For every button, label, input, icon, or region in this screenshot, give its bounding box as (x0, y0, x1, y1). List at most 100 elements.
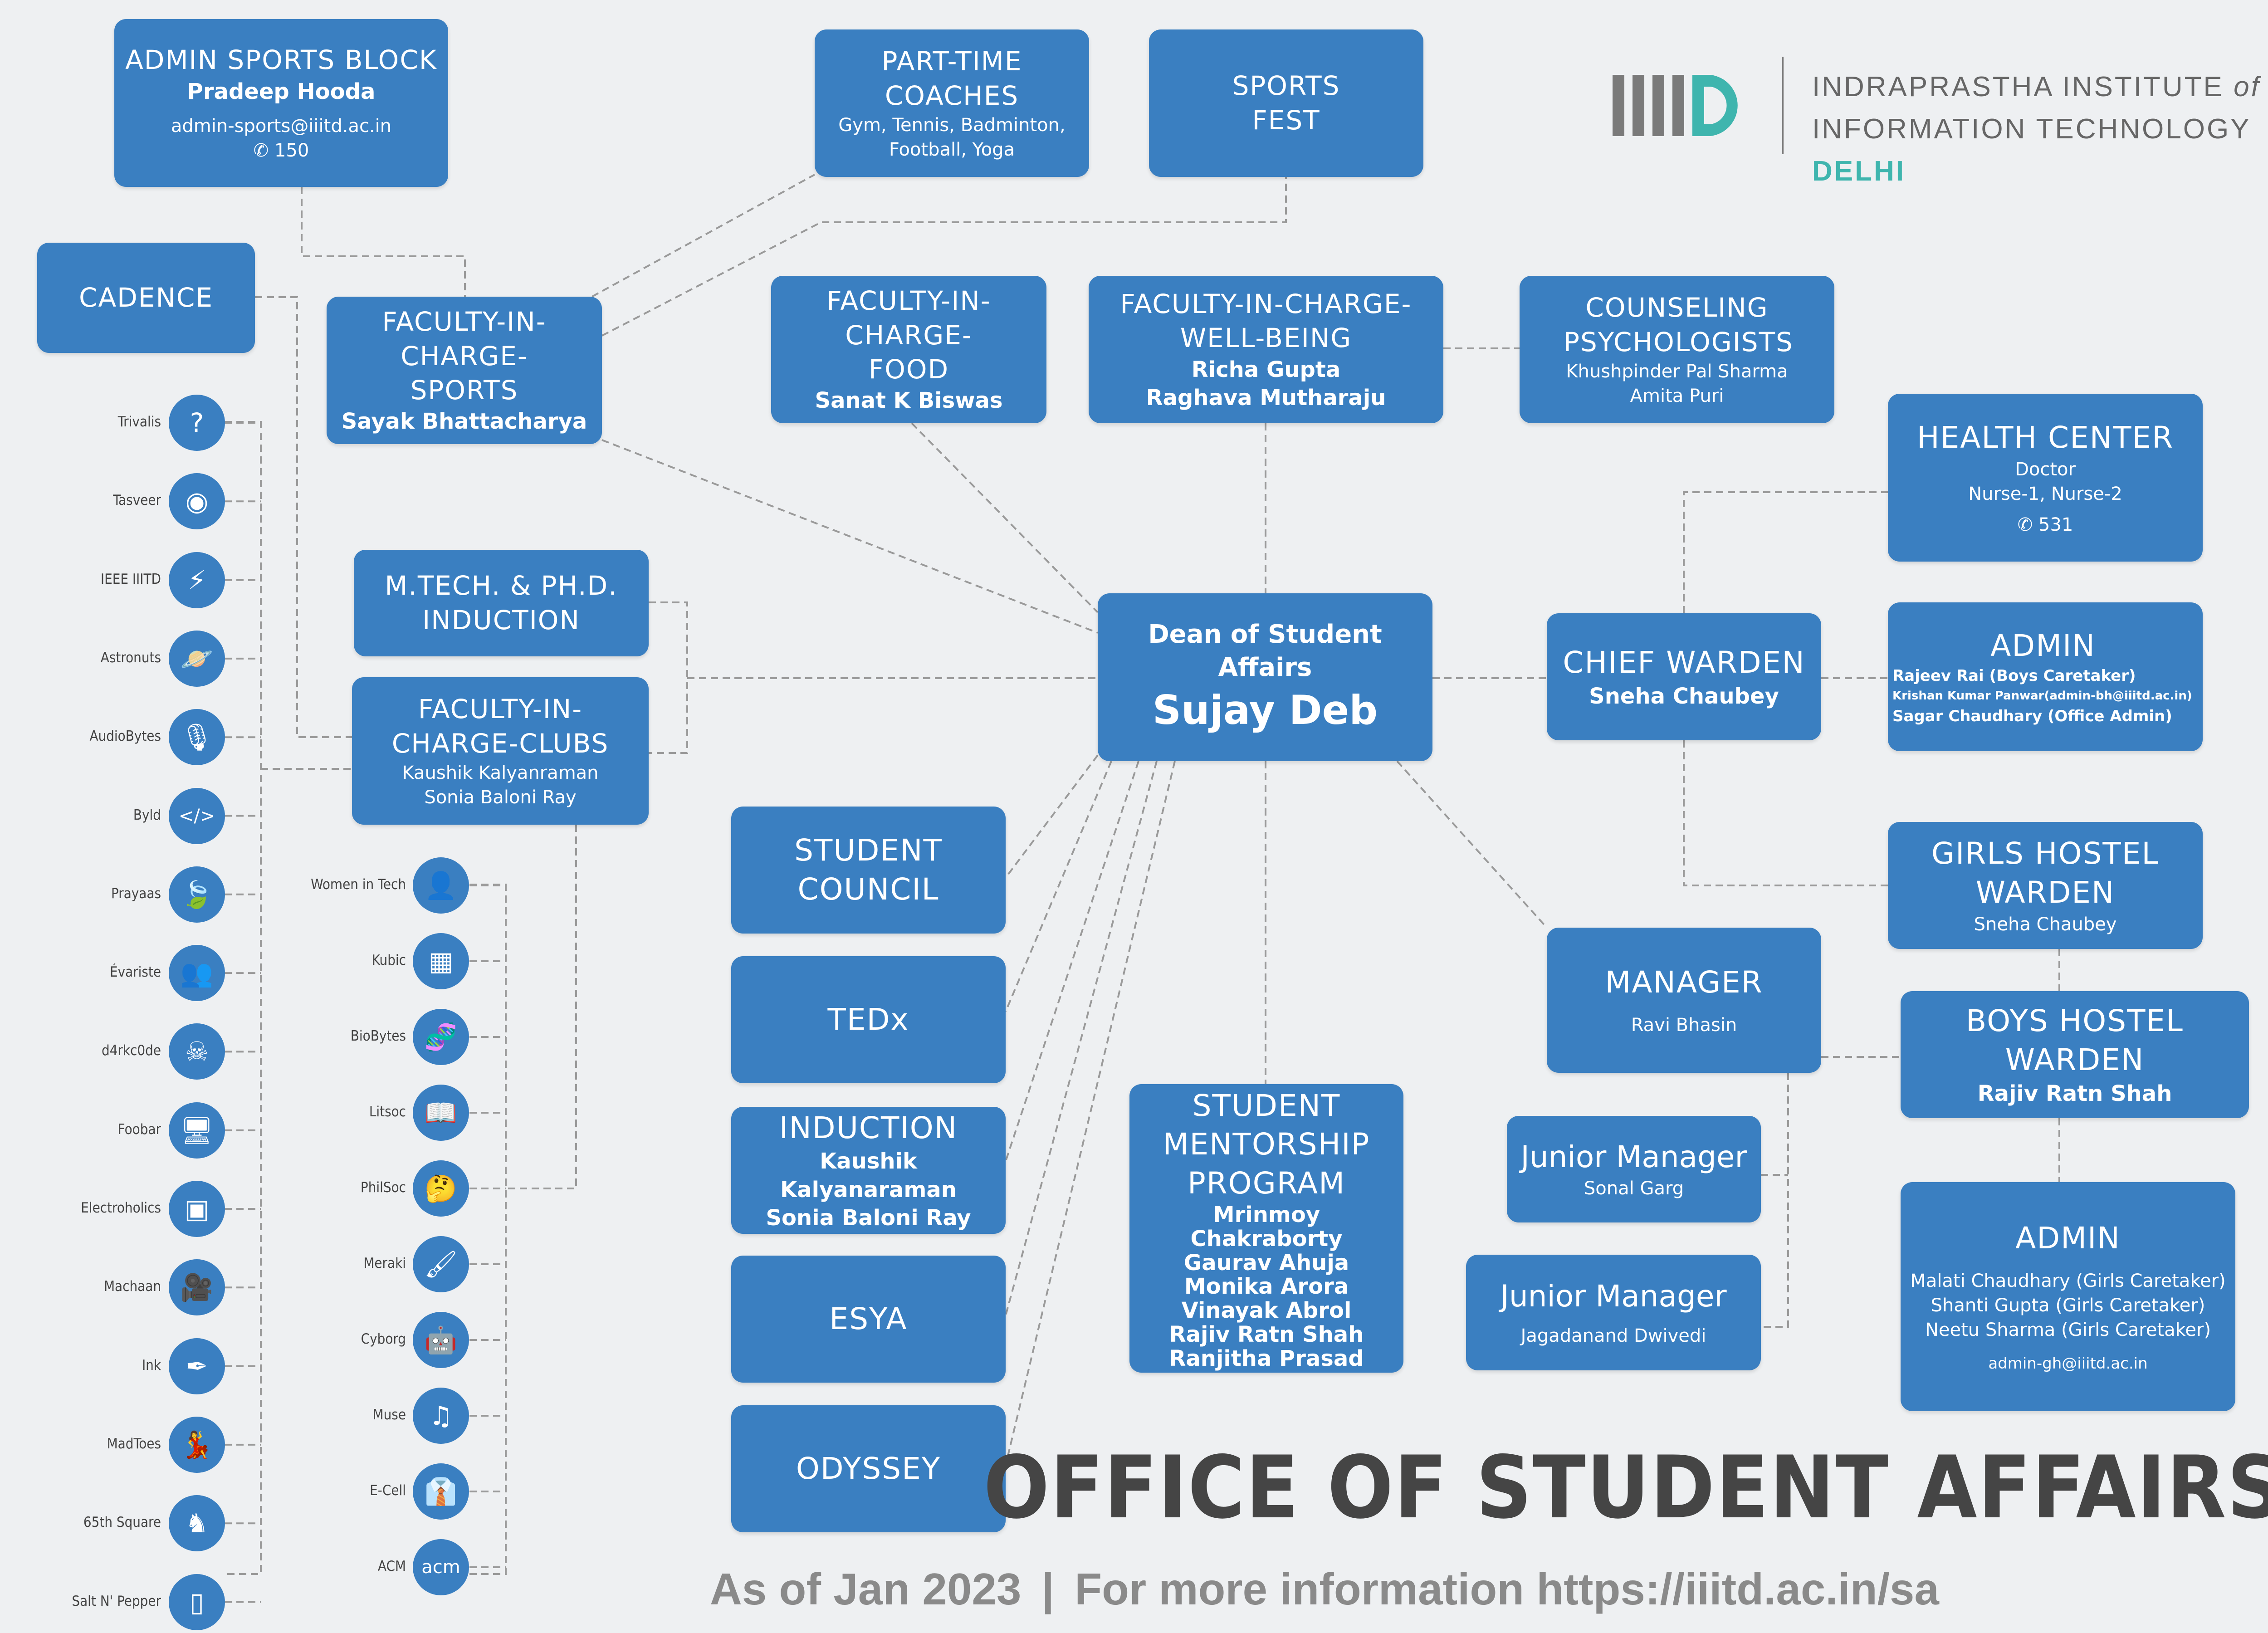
junior-manager-1-box: Junior Manager Sonal Garg (1507, 1116, 1761, 1222)
cube-icon: ▦ (413, 933, 469, 989)
club-item: PhilSoc🤔 (0, 1160, 2268, 1217)
acm-logo-icon: acm (413, 1539, 469, 1595)
chief-warden-title: CHIEF WARDEN (1563, 645, 1805, 680)
junior-manager-1-title: Junior Manager (1520, 1139, 1747, 1174)
mtech-phd-induction-box: M.TECH. & PH.D. INDUCTION (354, 550, 649, 656)
robot-icon: 🤖 (413, 1312, 469, 1368)
iiitd-logo-mark (1613, 75, 1738, 136)
club-name: d4rkc0de (101, 1042, 161, 1059)
club-item: Meraki 🖌 (0, 1236, 2268, 1292)
counseling-name-1: Khushpinder Pal Sharma (1566, 361, 1788, 382)
boys-warden-title: BOYS HOSTEL WARDEN (1966, 1003, 2184, 1077)
woman-icon: 👤 (413, 857, 469, 914)
club-name: Astronuts (100, 649, 161, 666)
admin-sports-title: ADMIN SPORTS BLOCK (125, 44, 437, 76)
club-name: Meraki (363, 1255, 406, 1271)
line-dean-odyssey (1005, 761, 1176, 1466)
faculty-in-charge-clubs-box: FACULTY-IN-CHARGE-CLUBS Kaushik Kalyanra… (352, 677, 649, 825)
club-item: Foobar🖥 (0, 1102, 2268, 1159)
club-item: Trivalis? (0, 395, 2268, 451)
leaf-icon: 🍃 (169, 866, 225, 923)
club-name: Salt N' Pepper (72, 1593, 161, 1609)
admin-sports-name: Pradeep Hooda (187, 78, 376, 104)
paintbrush-icon: 🖌 (413, 1236, 469, 1292)
footer-date: As of Jan 2023 (710, 1564, 1022, 1614)
admin-bh-title: ADMIN (1990, 628, 2096, 663)
odyssey-title: ODYSSEY (796, 1451, 941, 1486)
counseling-psychologists-box: COUNSELING PSYCHOLOGISTS Khushpinder Pal… (1520, 276, 1834, 423)
junior-manager-2-box: Junior Manager Jagadanand Dwivedi (1466, 1255, 1761, 1370)
music-note-icon: ♫ (413, 1388, 469, 1444)
chess-knight-icon: ♞ (169, 1495, 225, 1552)
junior-manager-1-name: Sonal Garg (1584, 1178, 1684, 1199)
phone-icon: ▯ (169, 1574, 225, 1630)
manager-name: Ravi Bhasin (1631, 1014, 1737, 1036)
club-item: Machaan🎥 (0, 1259, 2268, 1316)
footer-more-info-link[interactable]: For more information https://iiitd.ac.in… (1075, 1564, 1939, 1614)
line-dean-council (1005, 754, 1099, 879)
cadence-title: CADENCE (78, 282, 213, 313)
tedx-box: TEDx (731, 956, 1006, 1083)
club-name: Tasveer (113, 492, 161, 509)
chief-warden-box: CHIEF WARDEN Sneha Chaubey (1547, 613, 1821, 740)
dean-name: Sujay Deb (1152, 686, 1378, 733)
admin-bh-line-1: Rajeev Rai (Boys Caretaker) (1892, 666, 2136, 685)
admin-boys-hostel-box: ADMIN Rajeev Rai (Boys Caretaker) Krisha… (1888, 602, 2203, 751)
student-council-box: STUDENT COUNCIL (731, 807, 1006, 934)
admin-sports-block-box: ADMIN SPORTS BLOCK Pradeep Hooda admin-s… (114, 19, 448, 187)
mentor-name-5: Rajiv Ratn Shah (1169, 1321, 1364, 1347)
mentor-name-2: Gaurav Ahuja (1183, 1250, 1349, 1276)
junior-manager-2-name: Jagadanand Dwivedi (1520, 1325, 1706, 1347)
fic-sports-name: Sayak Bhattacharya (341, 409, 587, 435)
line-clubs-right (508, 825, 577, 1189)
line-dean-manager (1396, 760, 1548, 929)
club-name: MadToes (107, 1435, 161, 1452)
club-name: Foobar (117, 1121, 161, 1138)
health-center-phone: ✆ 531 (2017, 514, 2073, 535)
chip-icon: ▣ (169, 1181, 225, 1237)
club-item: BioBytes🧬 (0, 1009, 2268, 1065)
fic-food-name: Sanat K Biswas (815, 388, 1003, 414)
part-time-coaches-title: PART-TIME COACHES (881, 46, 1022, 111)
esya-box: ESYA (731, 1256, 1006, 1383)
club-item: Ink✒ (0, 1338, 2268, 1394)
club-name: AudioBytes (89, 728, 161, 745)
junior-manager-2-title: Junior Manager (1500, 1278, 1727, 1314)
induction-name-1: Kaushik Kalyanaraman (780, 1149, 957, 1203)
club-name: Litsoc (369, 1104, 406, 1120)
fic-sports-title: FACULTY-IN-CHARGE-SPORTS (382, 306, 547, 406)
faculty-in-charge-well-being-box: FACULTY-IN-CHARGE-WELL-BEING Richa Gupta… (1089, 276, 1443, 423)
student-mentorship-program-box: STUDENT MENTORSHIP PROGRAM Mrinmoy Chakr… (1129, 1084, 1403, 1373)
institute-name: INDRAPRASTHA INSTITUTE of INFORMATION TE… (1812, 66, 2268, 192)
club-name: 65th Square (83, 1514, 161, 1531)
institute-of: of (2234, 71, 2261, 103)
club-item: Muse ♫ (0, 1388, 2268, 1444)
boys-warden-name: Rajiv Ratn Shah (1977, 1081, 2172, 1106)
dean-of-student-affairs-box: Dean of Student Affairs Sujay Deb (1098, 593, 1432, 761)
sports-fest-title: SPORTS FEST (1232, 70, 1340, 136)
admin-gh-email: admin-gh@iiitd.ac.in (1988, 1354, 2148, 1373)
line-cadence (255, 296, 352, 738)
health-center-box: HEALTH CENTER Doctor Nurse-1, Nurse-2 ✆ … (1888, 394, 2203, 562)
club-item: MadToes💃 (0, 1416, 2268, 1473)
faculty-in-charge-food-box: FACULTY-IN-CHARGE-FOOD Sanat K Biswas (771, 276, 1046, 423)
mentorship-title: STUDENT MENTORSHIP PROGRAM (1163, 1088, 1370, 1201)
line-chief-girls (1683, 740, 1888, 886)
line-dean-tedx (1005, 761, 1112, 1012)
admin-gh-title: ADMIN (2015, 1220, 2121, 1256)
dna-icon: 🧬 (413, 1009, 469, 1065)
mentor-name-3: Monika Arora (1184, 1274, 1349, 1300)
institute-line2: INFORMATION TECHNOLOGY (1812, 113, 2251, 145)
line-dean-esya (1005, 761, 1158, 1316)
club-name: Byld (133, 807, 161, 823)
mentor-name-1: Mrinmoy Chakraborty (1190, 1202, 1343, 1252)
club-name: Prayaas (111, 885, 161, 902)
footer-info: As of Jan 2023 | For more information ht… (710, 1565, 1939, 1614)
admin-gh-line-1: Malati Chaudhary (Girls Caretaker) (1910, 1270, 2226, 1291)
health-center-nurses: Nurse-1, Nurse-2 (1968, 483, 2122, 504)
club-name: Muse (372, 1407, 406, 1423)
counseling-title: COUNSELING PSYCHOLOGISTS (1564, 292, 1794, 357)
club-name: Ink (142, 1357, 161, 1374)
student-council-title: STUDENT COUNCIL (794, 833, 943, 907)
